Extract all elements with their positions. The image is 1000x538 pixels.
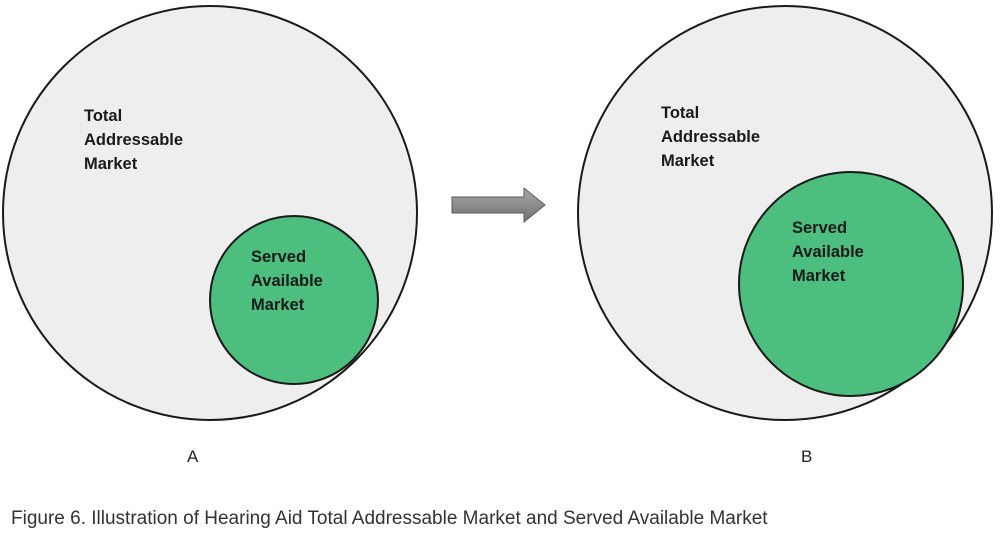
served-available-market-label-b: Served Available Market [792,216,864,288]
served-available-market-label-a: Served Available Market [251,245,323,317]
label-line: Served [792,219,848,237]
transition-arrow [451,186,546,224]
label-line: Market [661,152,715,170]
label-line: Addressable [661,128,761,146]
label-line: Addressable [84,131,184,149]
label-line: Total [84,107,123,125]
figure-caption: Figure 6. Illustration of Hearing Aid To… [11,508,768,529]
served-available-market-circle-a [209,215,379,385]
panel-letter-a: A [187,447,199,466]
served-available-market-circle-b [738,171,964,397]
panel-a [2,5,418,421]
panel-b [577,5,993,421]
total-addressable-market-label-b: Total Addressable Market [661,101,760,173]
label-line: Market [792,267,846,285]
label-line: Served [251,248,307,266]
panel-letter-b: B [801,447,813,466]
label-line: Market [84,155,138,173]
total-addressable-market-label-a: Total Addressable Market [84,104,183,176]
label-line: Total [661,104,700,122]
label-line: Available [251,272,323,290]
label-line: Market [251,296,305,314]
label-line: Available [792,243,864,261]
arrow-icon [451,186,546,224]
